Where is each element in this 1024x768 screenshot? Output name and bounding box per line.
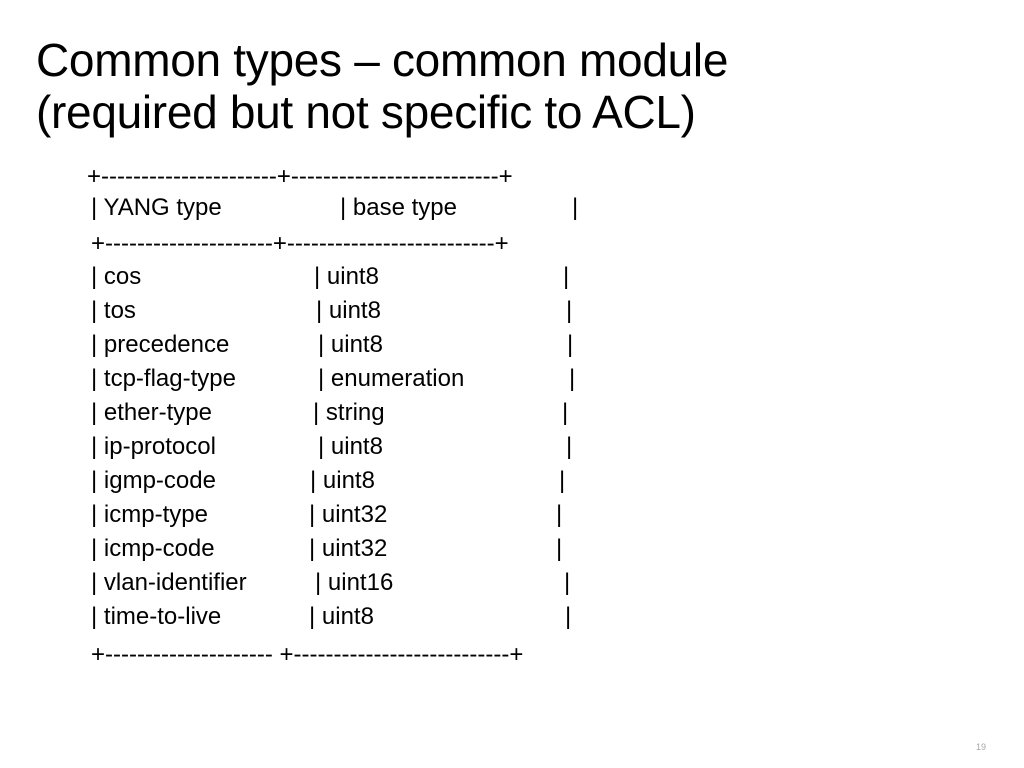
table-cell-base-type: | uint8 bbox=[314, 263, 379, 290]
table-border-header: +---------------------+-----------------… bbox=[0, 229, 1024, 259]
table-border-line: +--------------------- +----------------… bbox=[91, 641, 524, 668]
table-row: | igmp-code | uint8 | bbox=[0, 466, 1024, 496]
table-cell-end: | bbox=[563, 263, 570, 290]
table-cell-base-type: | uint8 bbox=[309, 603, 374, 630]
table-cell-yang-type: | cos bbox=[91, 263, 142, 290]
table-cell-base-type: | uint8 bbox=[316, 297, 381, 324]
table-cell-end: | bbox=[567, 331, 574, 358]
table-row: | icmp-code | uint32 | bbox=[0, 534, 1024, 564]
header-cell-end: | bbox=[572, 194, 579, 221]
page-number: 19 bbox=[976, 742, 987, 752]
table-cell-yang-type: | ether-type bbox=[91, 399, 212, 426]
table-cell-base-type: | uint8 bbox=[318, 433, 383, 460]
table-row: | cos | uint8 | bbox=[0, 262, 1024, 292]
table-cell-end: | bbox=[556, 501, 563, 528]
table-cell-yang-type: | tcp-flag-type bbox=[91, 365, 236, 392]
table-border-line: +---------------------+-----------------… bbox=[91, 230, 509, 257]
table-row: | icmp-type | uint32 | bbox=[0, 500, 1024, 530]
table-border-bottom: +--------------------- +----------------… bbox=[0, 640, 1024, 670]
table-cell-yang-type: | time-to-live bbox=[91, 603, 222, 630]
table-cell-end: | bbox=[569, 365, 576, 392]
slide-title: Common types – common module (required b… bbox=[36, 34, 996, 138]
header-cell-yang-type: | YANG type bbox=[91, 194, 222, 221]
table-border-line: +----------------------+----------------… bbox=[87, 163, 513, 190]
table-cell-yang-type: | ip-protocol bbox=[91, 433, 216, 460]
table-row: | tcp-flag-type | enumeration | bbox=[0, 364, 1024, 394]
table-row: | ip-protocol | uint8 | bbox=[0, 432, 1024, 462]
table-cell-yang-type: | tos bbox=[91, 297, 136, 324]
table-row: | time-to-live | uint8 | bbox=[0, 602, 1024, 632]
table-cell-base-type: | string bbox=[313, 399, 385, 426]
table-cell-base-type: | uint16 bbox=[315, 569, 394, 596]
table-cell-end: | bbox=[562, 399, 569, 426]
table-cell-end: | bbox=[566, 433, 573, 460]
header-cell-base-type: | base type bbox=[340, 194, 457, 221]
slide-title-line-1: Common types – common module bbox=[36, 34, 729, 86]
table-row: | ether-type | string | bbox=[0, 398, 1024, 428]
table-row: | precedence | uint8 | bbox=[0, 330, 1024, 360]
table-cell-end: | bbox=[564, 569, 571, 596]
table-cell-base-type: | uint32 bbox=[309, 501, 388, 528]
table-cell-base-type: | uint32 bbox=[309, 535, 388, 562]
table-cell-end: | bbox=[565, 603, 572, 630]
table-header-row: | YANG type | base type | bbox=[0, 193, 1024, 223]
table-cell-base-type: | uint8 bbox=[310, 467, 375, 494]
table-cell-end: | bbox=[556, 535, 563, 562]
table-cell-base-type: | enumeration bbox=[318, 365, 465, 392]
table-cell-end: | bbox=[566, 297, 573, 324]
table-cell-yang-type: | igmp-code bbox=[91, 467, 216, 494]
table-cell-base-type: | uint8 bbox=[318, 331, 383, 358]
table-cell-yang-type: | icmp-code bbox=[91, 535, 215, 562]
table-row: | vlan-identifier | uint16 | bbox=[0, 568, 1024, 598]
table-cell-yang-type: | vlan-identifier bbox=[91, 569, 247, 596]
table-cell-end: | bbox=[559, 467, 566, 494]
table-border-top: +----------------------+----------------… bbox=[0, 162, 1024, 192]
slide-title-line-2: (required but not specific to ACL) bbox=[36, 86, 696, 138]
table-cell-yang-type: | icmp-type bbox=[91, 501, 208, 528]
table-cell-yang-type: | precedence bbox=[91, 331, 230, 358]
table-row: | tos | uint8 | bbox=[0, 296, 1024, 326]
